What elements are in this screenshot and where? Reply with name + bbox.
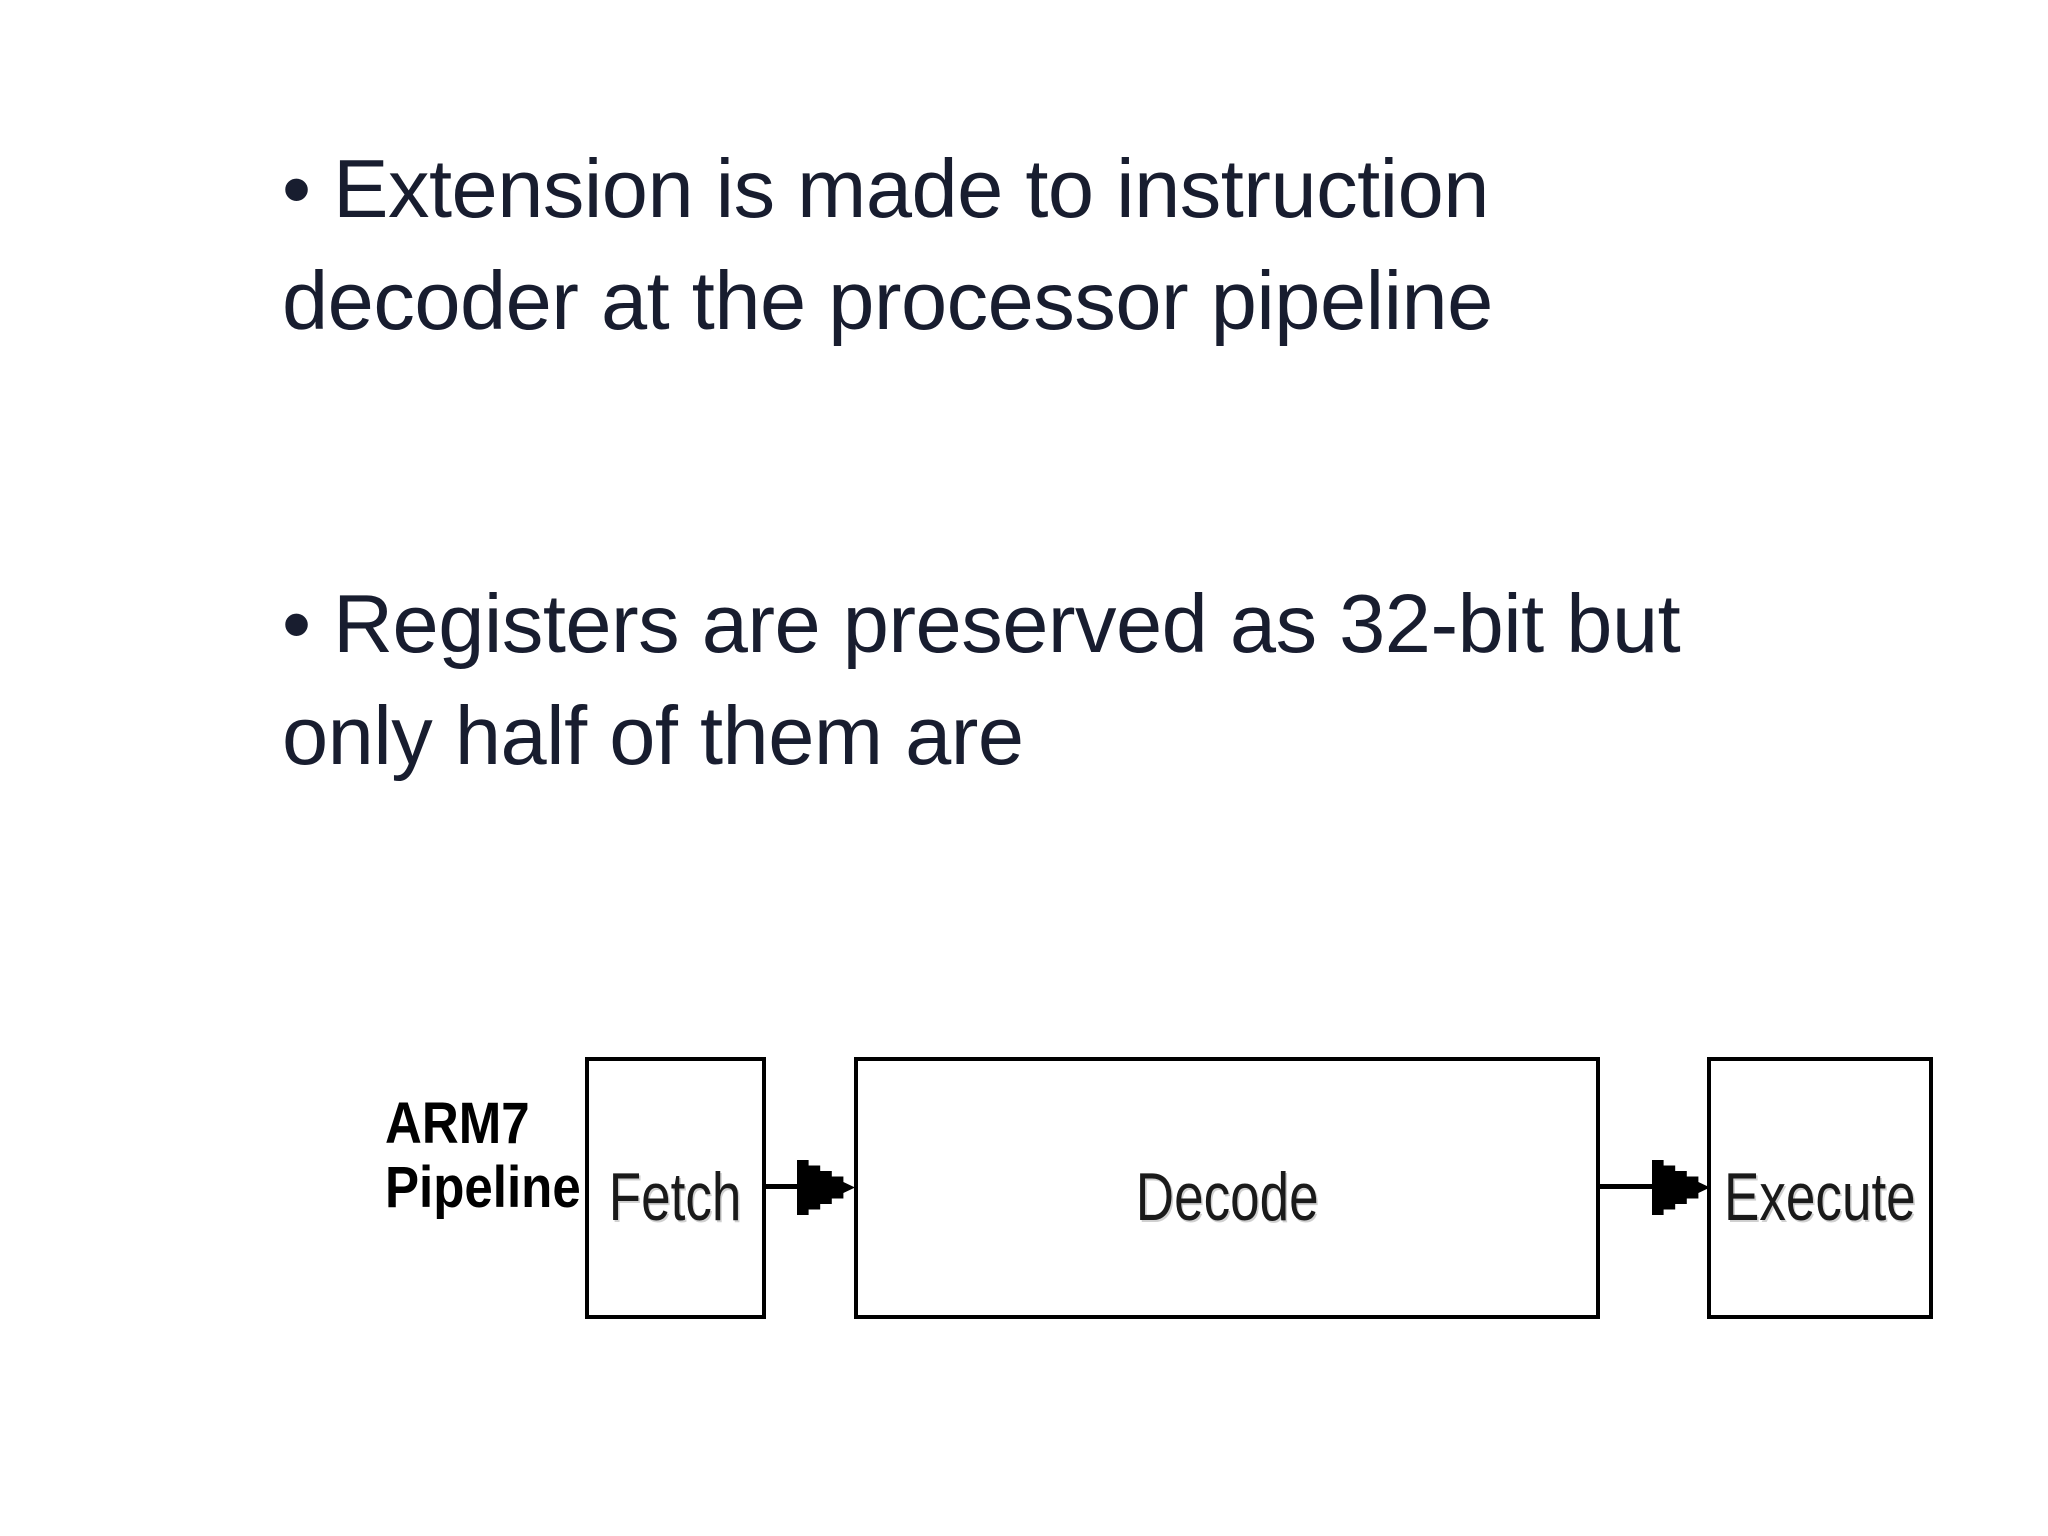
arrow-decode-execute-shaft [1600, 1184, 1662, 1189]
pipeline-label: ARM7 Pipeline [385, 1092, 581, 1220]
arrow-fetch-decode-shaft [766, 1184, 808, 1189]
bullet-line: only half of them are [282, 689, 1024, 782]
pipeline-label-line: Pipeline [385, 1155, 581, 1220]
stage-name: Fetch [609, 1159, 742, 1235]
stage-box-execute: Execute [1707, 1057, 1933, 1319]
bullet-line: decoder at the processor pipeline [282, 254, 1493, 347]
arrow-head-icon [797, 1160, 855, 1215]
bullet-line: • Extension is made to instruction [282, 142, 1489, 235]
stage-name: Execute [1724, 1159, 1916, 1235]
pipeline-label-line: ARM7 [385, 1091, 530, 1156]
stage-box-fetch: Fetch [585, 1057, 766, 1319]
bullet-item: • Extension is made to instruction decod… [282, 133, 2002, 357]
bullet-line: • Registers are preserved as 32-bit but [282, 577, 1681, 670]
arrow-head-icon [1652, 1160, 1710, 1215]
bullet-item: • Registers are preserved as 32-bit but … [282, 568, 2002, 792]
stage-name: Decode [1135, 1159, 1319, 1235]
stage-box-decode: Decode [854, 1057, 1600, 1319]
